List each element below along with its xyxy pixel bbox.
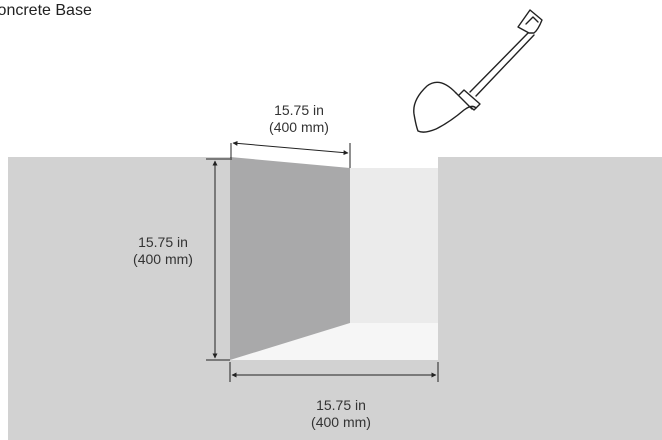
dimension-left-mm: (400 mm) <box>133 251 193 267</box>
dimension-bottom <box>229 362 439 382</box>
dimension-left-label: 15.75 in (400 mm) <box>108 234 218 268</box>
dimension-top-inches: 15.75 in <box>274 102 324 118</box>
diagram-title: Concrete Base <box>0 2 92 19</box>
dimension-left-inches: 15.75 in <box>138 234 188 250</box>
shovel-icon <box>413 9 543 133</box>
ground <box>8 157 662 440</box>
pit-back-wall <box>230 157 350 360</box>
dimension-bottom-mm: (400 mm) <box>311 414 371 430</box>
dimension-bottom-inches: 15.75 in <box>316 397 366 413</box>
dimension-top-label: 15.75 in (400 mm) <box>244 102 354 136</box>
dimension-left <box>206 158 230 361</box>
pit-right-wall <box>350 168 438 323</box>
pit-floor <box>230 323 438 360</box>
dimension-bottom-label: 15.75 in (400 mm) <box>286 397 396 431</box>
dimension-top-mm: (400 mm) <box>269 119 329 135</box>
dimension-top <box>230 140 351 168</box>
